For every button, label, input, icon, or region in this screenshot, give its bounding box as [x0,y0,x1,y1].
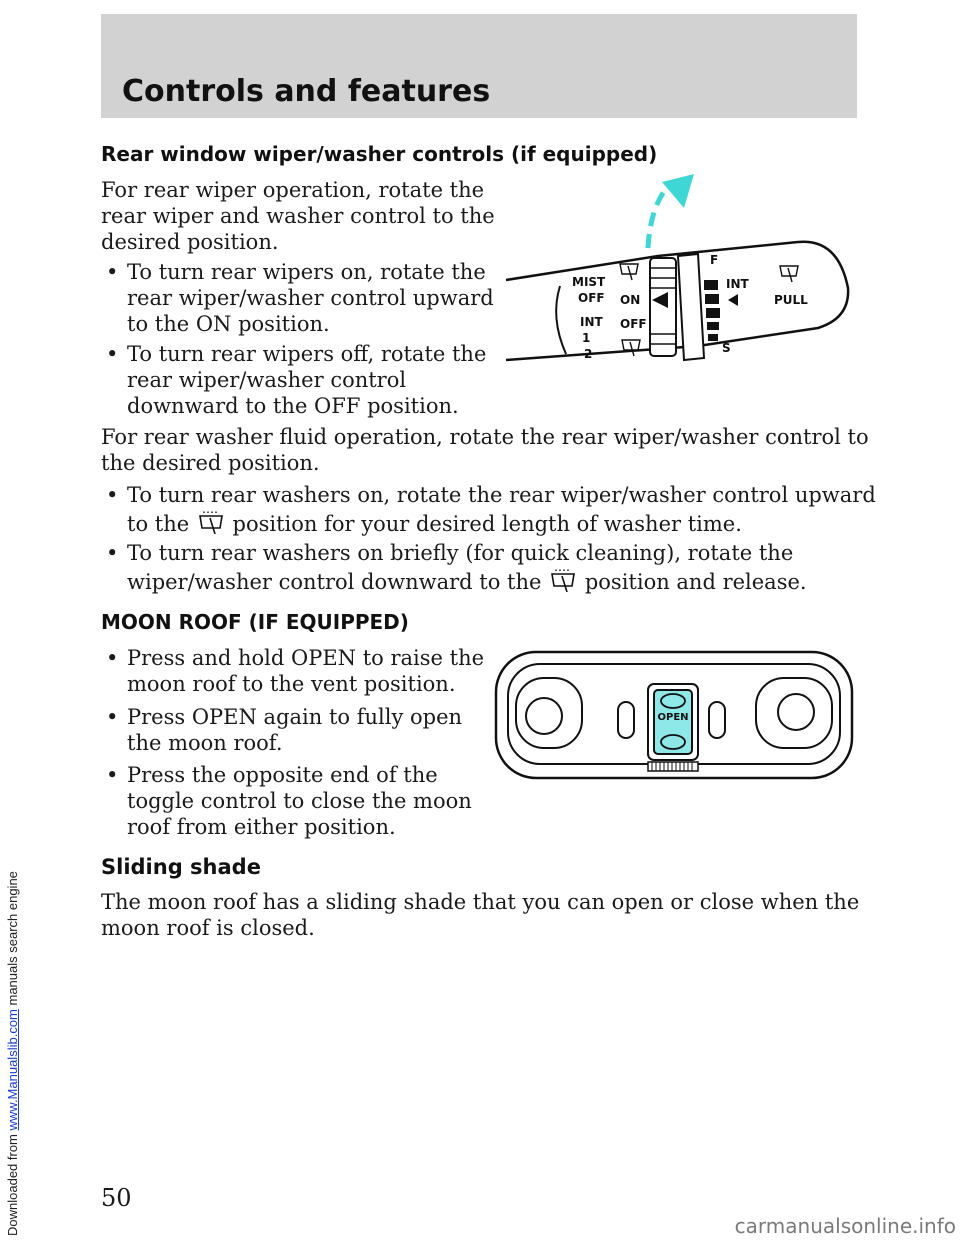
bullet-line: roof from either position. [127,815,396,839]
thumbwheel [647,761,699,772]
label-mist: MIST [572,275,606,289]
right-lamp-button [777,693,815,731]
bullet-line: rear wiper/washer control upward [127,286,494,310]
bullet-line-post: position for your desired length of wash… [232,512,742,536]
sliding-shade-text: The moon roof has a sliding shade that y… [101,889,859,941]
credit-suffix: manuals search engine [5,871,20,1010]
bullet-line: Press and hold OPEN to raise the [127,646,485,670]
bullet-dot: • [106,705,119,729]
left-lamp-switch [617,701,635,739]
bullet-line: wiper/washer control downward to the pos… [127,566,807,595]
bullet-dot: • [106,260,119,284]
bullet-dot: • [106,483,119,507]
watermark: carmanualsonline.info [734,1214,956,1238]
fluid-line: the desired position. [101,451,320,475]
shade-line: The moon roof has a sliding shade that y… [101,890,860,914]
washer-icon [198,510,223,534]
scale-line [555,285,567,355]
int-pointer-icon [728,294,738,306]
label-off-right: OFF [620,317,647,331]
left-lamp-button [525,697,563,735]
manualslib-link[interactable]: www.Manualslib.com [5,1009,20,1131]
thumbwheel-ridges [651,762,693,771]
rear-wiper-knob [649,257,677,357]
label-off-left: OFF [578,291,605,305]
bullet-line: to the ON position. [127,312,330,336]
bullet-line: moon roof to the vent position. [127,672,456,696]
open-label: OPEN [657,712,688,723]
speed-bars [704,280,720,341]
figure-washer-icon [779,265,799,283]
label-s: S [722,341,731,355]
bullet-line: To turn rear washers on, rotate the rear… [127,483,876,507]
rear-wiper-intro: For rear wiper operation, rotate the rea… [101,177,495,255]
moon-roof-console-illustration: OPEN [494,650,854,780]
bullet-line: To turn rear washers on briefly (for qui… [127,541,794,565]
open-end [660,693,686,709]
stalk-body [505,240,850,362]
arrow-head-icon [662,174,694,208]
credit-prefix: Downloaded from [5,1130,20,1236]
right-lamp-switch [708,701,726,739]
bullet-line: Press OPEN again to fully open [127,705,463,729]
rotate-arrow-icon [645,184,670,249]
label-f: F [710,253,718,267]
figure-washer-icon [621,339,641,357]
wiper-stalk-illustration: MIST OFF INT 1 2 ON OFF F S INT PULL [505,174,850,362]
label-int-left: INT [580,315,604,329]
bullet-line: To turn rear wipers on, rotate the [127,260,486,284]
bullet-line: To turn rear wipers off, rotate the [127,342,487,366]
intro-line: rear wiper and washer control to the [101,204,495,228]
header-band [101,14,857,118]
rear-wiper-heading: Rear window wiper/washer controls (if eq… [101,142,658,166]
bullet-line: downward to the OFF position. [127,394,459,418]
bullet-dot: • [106,763,119,787]
bullet-dot: • [106,342,119,366]
bullet-line: the moon roof. [127,731,283,755]
bullet-line-pre: wiper/washer control downward to the [127,570,542,594]
moon-roof-heading: MOON ROOF (IF EQUIPPED) [101,610,409,634]
front-knob [676,252,706,362]
fluid-line: For rear washer fluid operation, rotate … [101,425,869,449]
label-one: 1 [582,331,590,345]
sliding-shade-heading: Sliding shade [101,855,261,879]
bullet-line: Press the opposite end of the [127,763,438,787]
intro-line: For rear wiper operation, rotate the [101,178,485,202]
figure-washer-icon [619,263,639,281]
label-on: ON [620,293,640,307]
bullet-dot: • [106,646,119,670]
pointer-icon [652,292,668,308]
page-number: 50 [101,1184,132,1212]
bullet-line-pre: to the [127,512,190,536]
bullet-line: toggle control to close the moon [127,789,472,813]
knob-ridges [650,267,676,345]
bullet-line: rear wiper/washer control [127,368,407,392]
bullet-dot: • [106,541,119,565]
washer-icon [551,568,576,592]
page-title: Controls and features [122,74,491,109]
label-int-right: INT [726,277,750,291]
fluid-intro: For rear washer fluid operation, rotate … [101,424,869,476]
side-credit: Downloaded from www.Manualslib.com manua… [4,0,24,1242]
shade-line: moon roof is closed. [101,916,315,940]
close-end [660,734,686,750]
intro-line: desired position. [101,230,279,254]
label-two: 2 [584,347,592,361]
label-pull: PULL [774,293,808,307]
bullet-line-post: position and release. [584,570,807,594]
bullet-line: to the position for your desired length … [127,508,876,537]
